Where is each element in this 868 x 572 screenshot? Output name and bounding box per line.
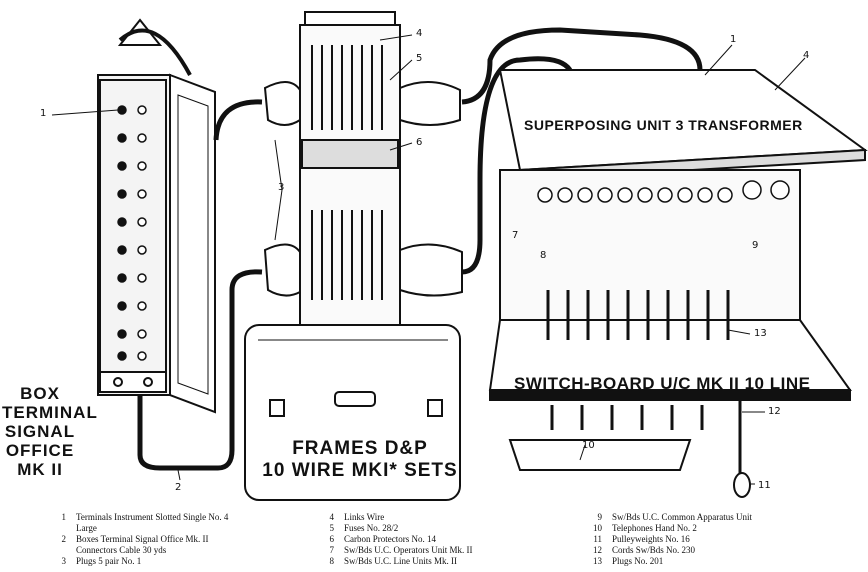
superposing-unit-title: SUPERPOSING UNIT 3 TRANSFORMER bbox=[524, 117, 803, 133]
frames-dp bbox=[244, 11, 463, 501]
fuse-strips bbox=[301, 45, 399, 300]
callout-10: 10 bbox=[582, 440, 595, 451]
callout-leaders bbox=[51, 34, 806, 485]
callout-1: 1 bbox=[40, 108, 47, 119]
callout-9: 9 bbox=[752, 240, 759, 251]
callout-8: 8 bbox=[540, 250, 547, 261]
callout-4-top: 4 bbox=[803, 50, 810, 61]
callout-1-top: 1 bbox=[730, 34, 737, 45]
switchboard-jacks bbox=[537, 180, 790, 203]
callout-2: 2 bbox=[175, 482, 182, 493]
box-terminal-signal-office bbox=[97, 18, 216, 414]
callout-4: 4 bbox=[416, 28, 423, 39]
callout-5: 5 bbox=[416, 53, 423, 64]
legend-item-cont: Large bbox=[76, 523, 97, 533]
callout-7: 7 bbox=[512, 230, 519, 241]
legend-item-cont: Connectors Cable 30 yds bbox=[76, 545, 167, 555]
pulleyweight bbox=[733, 472, 751, 498]
callout-3: 3 bbox=[278, 182, 285, 193]
terminal-rows bbox=[117, 105, 147, 361]
switchboard-plugs bbox=[546, 290, 742, 480]
box-terminal-title: BOX TERMINAL SIGNAL OFFICE MK II bbox=[2, 384, 98, 479]
switchboard-title: SWITCH-BOARD U/C MK II 10 LINE bbox=[514, 374, 811, 393]
callout-6: 6 bbox=[416, 137, 423, 148]
callout-13: 13 bbox=[754, 328, 767, 339]
callout-11: 11 bbox=[758, 480, 771, 491]
equipment-illustration bbox=[51, 11, 868, 501]
callout-12: 12 bbox=[768, 406, 781, 417]
frames-title: FRAMES D&P 10 WIRE MKI* SETS bbox=[262, 438, 458, 481]
